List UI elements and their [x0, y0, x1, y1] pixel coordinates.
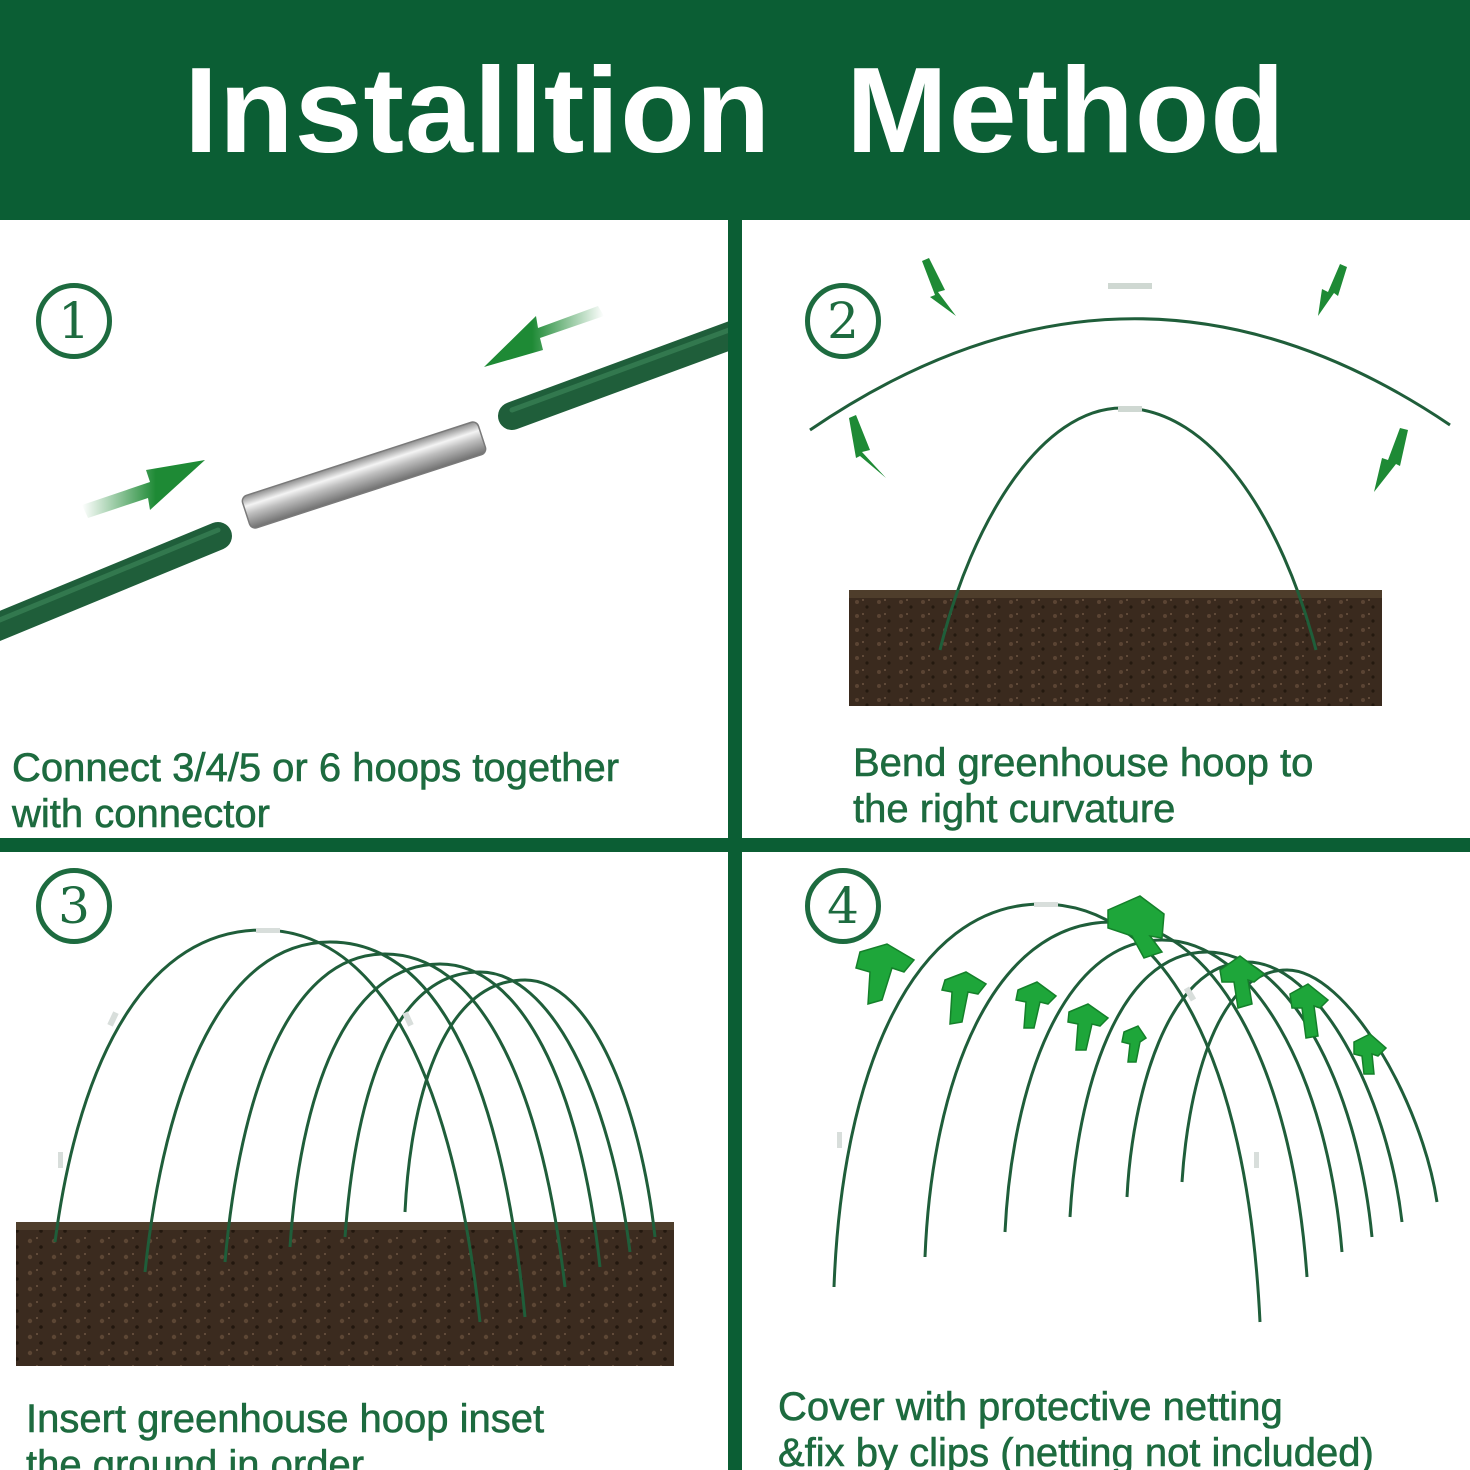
connector-illustration: [0, 306, 728, 642]
arrow-right-icon: [82, 460, 205, 518]
step-2-badge: 2: [805, 283, 881, 359]
step-1-caption-line-2: with connector: [12, 792, 271, 837]
arrow-left-icon: [484, 306, 604, 367]
step-2-caption: Bend greenhouse hoop to the right curvat…: [853, 740, 1314, 832]
step-1-caption: Connect 3/4/5 or 6 hoops together with c…: [12, 745, 620, 837]
horizontal-divider: [0, 838, 1470, 852]
row-of-hoops: [832, 902, 1439, 1323]
netting-clip-icons: [855, 895, 1388, 1075]
soil-bed: [849, 590, 1382, 706]
clips-illustration: [832, 895, 1439, 1323]
step-1-panel: 1 Connect 3/4/5 or 6 hoops together with…: [0, 220, 728, 838]
wide-hoop-arc: [809, 317, 1451, 432]
step-2-caption-line-2: the right curvature: [853, 787, 1176, 832]
step-4-caption: Cover with protective netting &fix by cl…: [778, 1384, 1374, 1470]
step-1-badge: 1: [36, 283, 112, 359]
step-3-caption: Insert greenhouse hoop inset the ground …: [26, 1396, 545, 1470]
insert-hoops-illustration: [16, 928, 674, 1366]
step-4-panel: 4 Cover with protective netting &fix by …: [742, 852, 1470, 1470]
bend-hoop-illustration: [809, 258, 1451, 706]
step-3-panel: 3 Insert greenhouse hoop inset the groun…: [0, 852, 728, 1470]
step-4-badge: 4: [805, 868, 881, 944]
arc-joint: [1108, 283, 1152, 289]
right-hoop-pole: [498, 321, 728, 430]
step-2-panel: 2 Bend greenhouse hoop to the right curv…: [742, 220, 1470, 838]
step-4-caption-line-1: Cover with protective netting: [778, 1385, 1283, 1430]
bend-arrow-icon: [849, 258, 1408, 492]
step-1-caption-line-1: Connect 3/4/5 or 6 hoops together: [12, 746, 620, 791]
step-3-caption-line-2: the ground in order: [26, 1443, 365, 1470]
step-4-caption-line-2: &fix by clips (netting not included): [778, 1431, 1374, 1470]
step-2-caption-line-1: Bend greenhouse hoop to: [853, 741, 1314, 786]
step-3-caption-line-1: Insert greenhouse hoop inset: [26, 1397, 545, 1442]
left-hoop-pole: [0, 522, 232, 642]
soil-bed: [16, 1222, 674, 1366]
step-3-badge: 3: [36, 868, 112, 944]
metal-connector: [241, 421, 487, 529]
header-banner: Installtion Method: [0, 0, 1470, 220]
page-title: Installtion Method: [184, 42, 1286, 178]
